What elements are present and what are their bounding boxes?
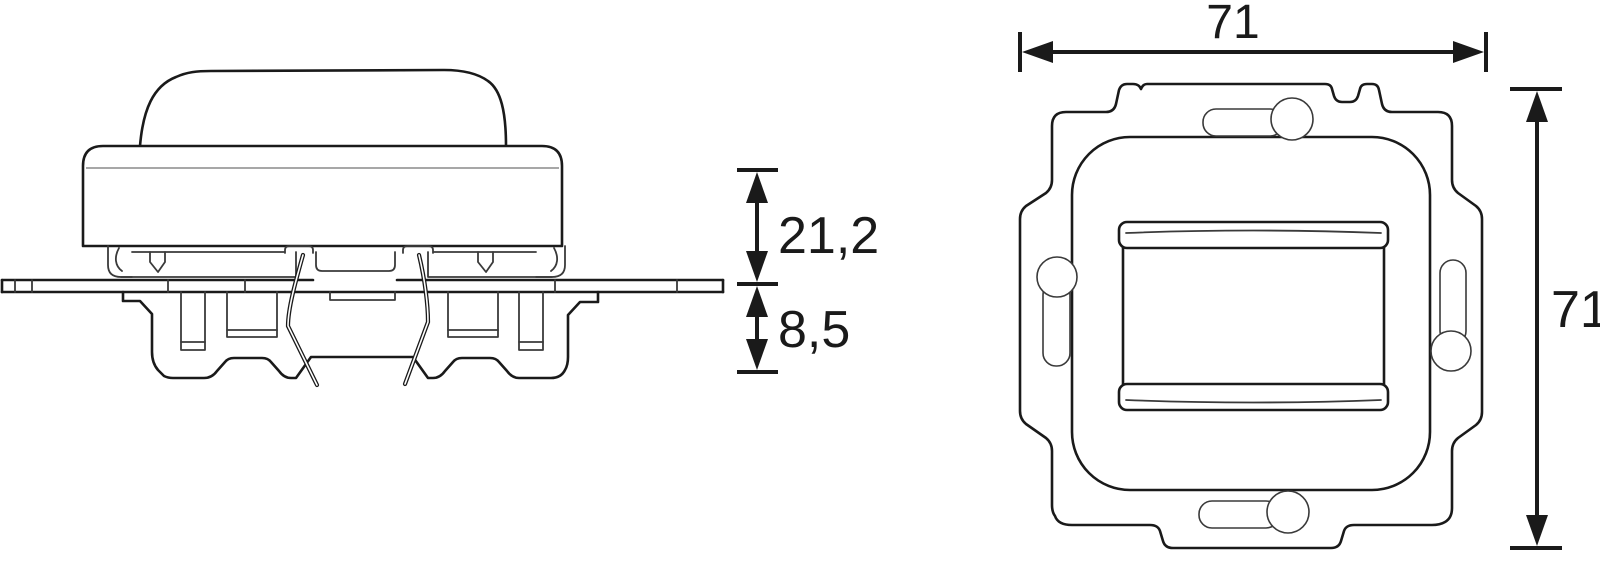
arrow-up-8-5	[746, 286, 768, 317]
flush-box-cage	[121, 252, 600, 388]
center-channel	[315, 251, 396, 272]
dimension-side-depths: 21,2 8,5	[737, 168, 879, 374]
dimension-front-width: 71	[1018, 0, 1488, 72]
support-ring-front	[1018, 82, 1484, 550]
side-view-drawing	[0, 68, 725, 388]
window-bottom-bar	[1117, 382, 1390, 412]
spring-claw-wires	[285, 252, 431, 388]
arrow-left-width	[1022, 41, 1053, 63]
cover-plate	[1070, 135, 1432, 492]
arrow-down-21-2	[746, 251, 768, 282]
terminal-block-right	[447, 291, 499, 338]
plate-division-ticks	[14, 279, 678, 293]
insert-underside	[107, 245, 566, 278]
underside-lower-edge-right	[427, 251, 553, 278]
claw-pillar-right	[518, 291, 544, 351]
latch-pin-right	[477, 251, 494, 273]
width-extension-ticks	[1018, 32, 1488, 72]
plate-ends	[0, 278, 725, 294]
window-sides	[1121, 244, 1386, 388]
sensor-window	[1117, 220, 1390, 412]
claw-pillar-left	[180, 291, 206, 351]
arrow-down-8-5	[746, 339, 768, 370]
support-ring-plate	[0, 278, 725, 301]
dim-label-height: 71	[1551, 281, 1600, 339]
latch-pin-left	[149, 251, 166, 273]
underside-hook-right	[550, 247, 558, 272]
dimension-front-height: 71	[1510, 87, 1600, 550]
dim-label-width: 71	[1206, 0, 1259, 49]
fixing-tab-bottom	[1198, 490, 1310, 534]
dim-label-upper-depth: 21,2	[778, 207, 879, 265]
dim-extension-ticks	[737, 168, 778, 374]
arrow-up-height	[1526, 91, 1548, 122]
underside-lower-edge-left	[120, 251, 297, 278]
plate-center-lug	[329, 291, 396, 301]
cage-outline	[121, 290, 600, 380]
center-tab-left	[284, 245, 314, 254]
arrow-right-width	[1453, 41, 1484, 63]
fixing-slot-right	[1430, 259, 1472, 372]
underside-bracket-right	[535, 245, 566, 278]
terminal-block-left	[226, 291, 278, 338]
underside-bracket-left	[107, 245, 133, 278]
window-top-bar	[1117, 220, 1390, 250]
underside-hook-left	[115, 247, 123, 272]
device-body	[81, 144, 564, 248]
arrow-up-21-2	[746, 172, 768, 203]
sensor-dome-cap	[138, 68, 508, 148]
center-tab-right	[402, 245, 434, 254]
window-top-bar-rim	[1125, 229, 1382, 234]
fixing-tab-top	[1202, 97, 1314, 141]
arrow-down-height	[1526, 515, 1548, 546]
dim-label-lower-depth: 8,5	[778, 301, 850, 359]
window-bottom-bar-rim	[1125, 399, 1382, 404]
fixing-slot-left	[1036, 256, 1078, 367]
height-extension-ticks	[1510, 87, 1562, 550]
front-view-drawing	[1018, 82, 1484, 550]
